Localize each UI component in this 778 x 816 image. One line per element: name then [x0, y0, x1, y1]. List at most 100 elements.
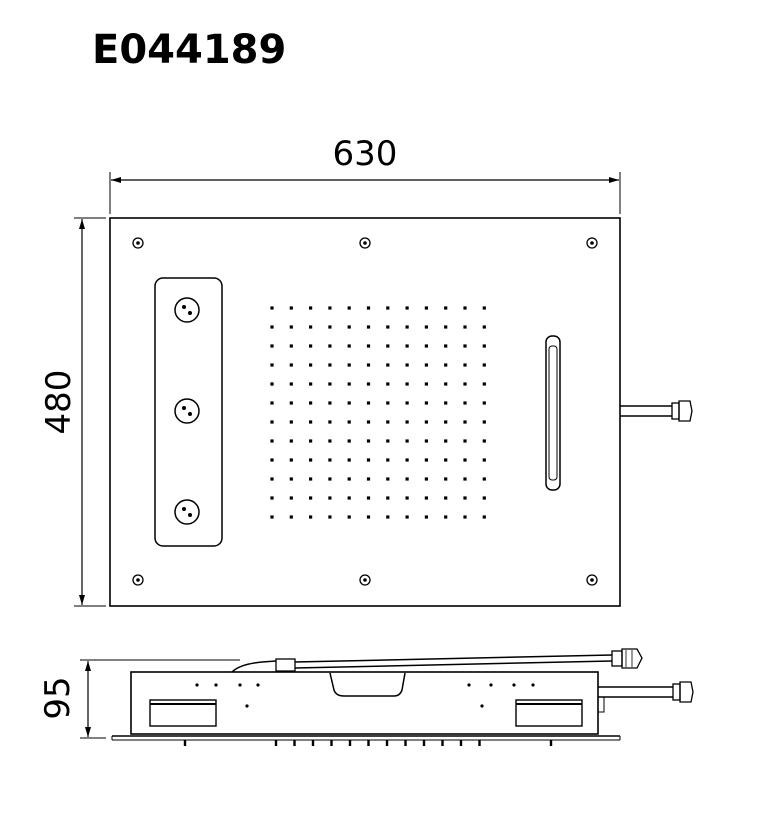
- right-slot: [515, 699, 583, 727]
- top-supply-pipe: [231, 648, 643, 673]
- rain-nozzle-grid: [270, 306, 486, 519]
- rain-nozzle: [444, 439, 448, 443]
- rain-nozzle: [405, 458, 409, 462]
- nozzle-tick: [385, 740, 389, 746]
- left-slot: [149, 699, 217, 727]
- nozzle-tick: [293, 740, 296, 746]
- rain-nozzle: [270, 325, 274, 329]
- nozzle-tick: [441, 740, 444, 746]
- detail-dot: [512, 683, 516, 687]
- body-jet-icon: [174, 297, 200, 323]
- rain-nozzle: [424, 439, 428, 443]
- rain-nozzle: [405, 306, 409, 310]
- side-view-details: [195, 683, 535, 708]
- rain-nozzle: [444, 496, 448, 500]
- rain-nozzle: [463, 401, 467, 405]
- rain-nozzle: [347, 458, 351, 462]
- screw-center: [136, 578, 140, 582]
- waterfall-outlet: [545, 335, 561, 491]
- rain-nozzle: [463, 458, 467, 462]
- rain-nozzle: [386, 496, 390, 500]
- detail-dot: [531, 683, 535, 687]
- side-inlet-pipe: [620, 400, 693, 422]
- detail-dot: [489, 683, 493, 687]
- screw-center: [590, 241, 594, 245]
- rain-nozzle: [366, 439, 371, 443]
- screw-icon: [132, 237, 144, 249]
- rain-nozzle: [347, 382, 351, 386]
- rain-nozzle: [328, 439, 332, 443]
- rain-nozzle: [463, 344, 467, 348]
- nozzle-tick: [404, 740, 407, 746]
- rain-nozzle: [463, 477, 467, 481]
- rain-nozzle: [366, 477, 371, 481]
- rain-nozzle: [482, 439, 486, 443]
- rain-nozzle: [347, 363, 351, 367]
- rain-nozzle: [386, 515, 390, 519]
- rain-nozzle: [270, 496, 274, 500]
- rain-nozzle: [328, 363, 332, 367]
- rain-nozzle: [366, 515, 371, 519]
- jet-hole: [188, 311, 192, 315]
- screw-icon: [586, 237, 598, 249]
- nozzle-tick: [183, 740, 187, 746]
- rain-nozzle: [463, 363, 467, 367]
- rain-nozzle: [405, 515, 409, 519]
- nozzle-tick: [311, 740, 315, 746]
- rain-nozzle: [289, 325, 293, 329]
- rain-nozzle: [482, 515, 486, 519]
- side-body-outline: [130, 671, 599, 735]
- rain-nozzle: [386, 439, 390, 443]
- mounting-screws: [132, 237, 598, 586]
- detail-dot: [214, 683, 218, 687]
- body-jet-icon: [174, 499, 200, 525]
- rain-nozzle: [328, 477, 332, 481]
- detail-dot: [480, 704, 484, 708]
- rain-nozzle: [309, 420, 313, 424]
- detail-dot: [467, 683, 471, 687]
- jet-hole: [182, 406, 186, 410]
- rain-nozzle: [270, 477, 274, 481]
- rain-nozzle: [309, 344, 313, 348]
- rain-nozzle: [424, 420, 428, 424]
- rain-nozzle: [424, 458, 428, 462]
- rain-nozzle: [289, 439, 293, 443]
- height-dimension-label: 480: [39, 370, 79, 435]
- rain-nozzle: [405, 420, 409, 424]
- rain-nozzle: [444, 306, 448, 310]
- depth-dimension-label: 95: [38, 676, 78, 719]
- rain-nozzle: [289, 306, 293, 310]
- width-dimension-label: 630: [333, 134, 398, 174]
- rain-nozzle: [309, 306, 313, 310]
- rain-nozzle: [328, 420, 332, 424]
- rain-nozzle: [366, 401, 371, 405]
- rain-nozzle: [424, 325, 428, 329]
- top-view: [74, 172, 693, 607]
- rain-nozzle: [482, 477, 486, 481]
- body-jet-panel: [154, 277, 223, 547]
- rain-nozzle: [482, 496, 486, 500]
- rain-nozzle: [328, 458, 332, 462]
- nozzle-tick: [459, 740, 463, 746]
- rain-nozzle: [386, 477, 390, 481]
- rain-nozzle: [405, 382, 409, 386]
- rain-nozzle: [444, 325, 448, 329]
- rain-nozzle: [289, 420, 293, 424]
- rain-nozzle: [405, 344, 409, 348]
- rain-nozzle: [289, 477, 293, 481]
- rain-nozzle: [270, 420, 274, 424]
- rain-nozzle: [309, 496, 313, 500]
- rain-nozzle: [444, 458, 448, 462]
- jet-hole: [182, 305, 186, 309]
- rain-nozzle: [289, 458, 293, 462]
- nozzle-tick: [367, 740, 370, 746]
- rain-nozzle: [347, 477, 351, 481]
- side-view-inlet-pipe: [598, 681, 694, 713]
- rain-nozzle: [424, 344, 428, 348]
- nozzle-tick: [348, 740, 352, 746]
- rain-nozzle: [386, 344, 390, 348]
- rain-nozzle: [347, 401, 351, 405]
- rain-nozzle: [270, 363, 274, 367]
- rain-nozzle: [386, 458, 390, 462]
- rain-nozzle: [463, 306, 467, 310]
